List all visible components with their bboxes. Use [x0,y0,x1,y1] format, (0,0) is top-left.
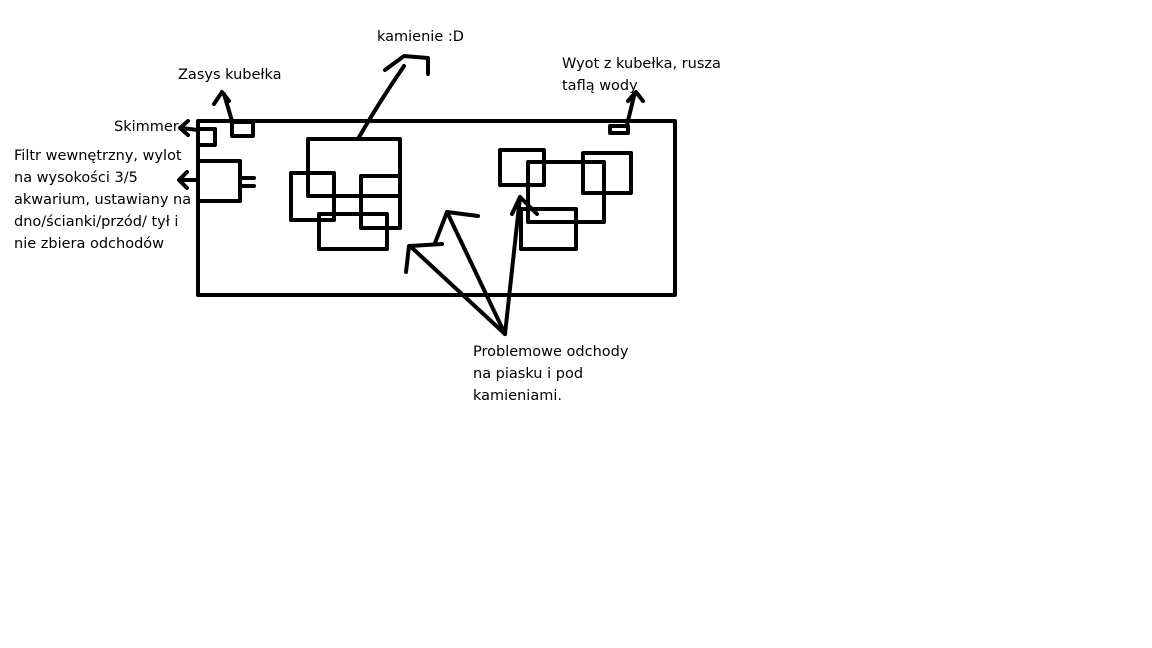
stone-right-3 [581,151,633,195]
label-line: Zasys kubełka [178,67,282,83]
stone-left-1 [306,137,402,198]
label-line: Problemowe odchody [473,344,629,360]
label-skimmer: Skimmer [114,116,179,138]
label-stones: kamienie :D [377,26,464,48]
internal-filter-outlet [240,176,256,188]
label-line: dno/ścianki/przód/ tył i [14,214,179,230]
label-internal-filter: Filtr wewnętrzny, wylot na wysokości 3/5 a… [14,145,191,255]
stone-right-1 [498,148,546,187]
label-line: Wyot z kubełka, rusza [562,56,721,72]
label-line: kamieniami. [473,388,562,404]
label-line: nie zbiera odchodów [14,236,165,252]
label-line: Skimmer [114,119,179,135]
waste-arrow-1 [404,242,507,336]
waste-arrow-2 [433,210,507,336]
internal-filter-box [196,159,242,203]
stones-arrow [356,54,430,141]
waste-arrow-3 [503,195,539,336]
stone-right-4 [519,207,578,251]
label-bucket-outlet: Wyot z kubełka, rusza taflą wody [562,53,721,97]
skimmer-box [196,127,217,147]
label-problem-waste: Problemowe odchody na piasku i pod kamieni… [473,341,628,407]
label-line: taflą wody [562,78,638,94]
bucket-intake-arrow [212,90,234,123]
label-line: na piasku i pod [473,366,584,382]
stone-left-3 [359,174,402,230]
label-line: na wysokości 3/5 [14,170,138,186]
label-line: Filtr wewnętrzny, wylot [14,148,182,164]
skimmer-arrow [178,119,200,137]
aquarium-tank [196,119,677,297]
bucket-outlet-arrow [625,90,645,127]
bucket-intake-box [230,120,255,138]
stone-left-4 [317,212,389,251]
internal-filter-arrow [177,170,200,190]
stone-left-2 [289,171,336,222]
label-bucket-intake: Zasys kubełka [178,64,282,86]
label-line: kamienie :D [377,29,464,45]
bucket-outlet-box [608,124,630,135]
label-line: akwarium, ustawiany na [14,192,192,208]
